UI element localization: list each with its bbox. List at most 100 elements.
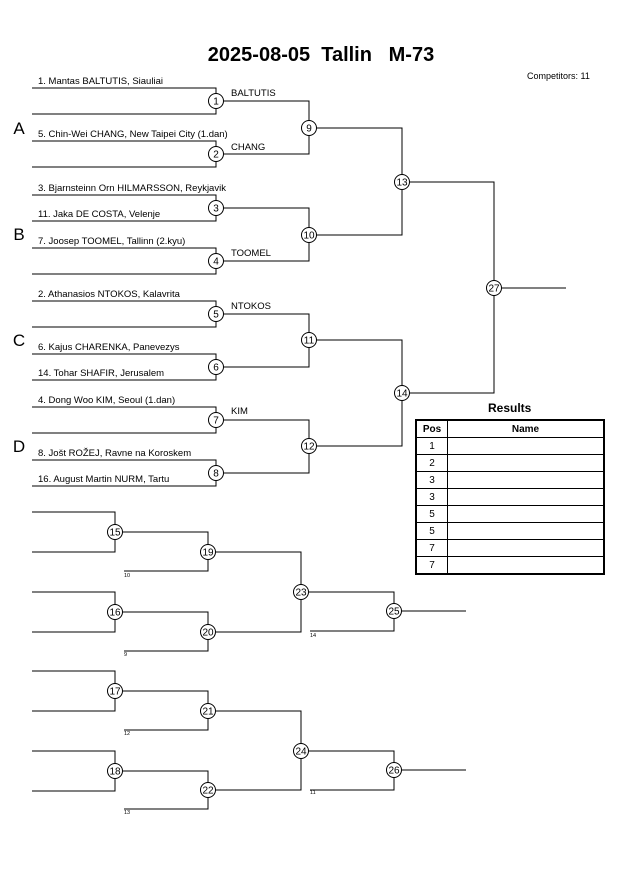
match-number: 17 [109, 687, 121, 698]
match-number: 2 [213, 150, 219, 161]
competitor-name: 6. Kajus CHARENKA, Panevezys [38, 342, 180, 353]
match-circle [486, 280, 502, 296]
match-number-badge: 12 [301, 438, 317, 454]
match-number: 14 [396, 389, 408, 400]
results-col-name: Name [447, 419, 605, 438]
match-number: 20 [202, 628, 214, 639]
results-row: 1 [415, 437, 605, 455]
loser-reference-number: 11 [310, 790, 316, 796]
match-circle [200, 624, 216, 640]
match-circle [208, 412, 224, 428]
match-number: 8 [213, 469, 219, 480]
match-circle [208, 93, 224, 109]
results-name [447, 556, 605, 575]
results-name [447, 454, 605, 472]
pool-label: B [13, 225, 24, 244]
match-number-badge: 18 [107, 763, 123, 779]
match-number-badge: 10 [301, 227, 317, 243]
match-number-badge: 20 [200, 624, 216, 640]
match-number-badge: 17 [107, 683, 123, 699]
match-number-badge: 1 [208, 93, 224, 109]
semifinal-bracket-line [317, 339, 403, 447]
results-row: 7 [415, 539, 605, 557]
match-circle [208, 200, 224, 216]
loser-reference-number: 13 [124, 810, 130, 816]
match-number: 27 [488, 284, 500, 295]
competitor-name: 2. Athanasios NTOKOS, Kalavrita [38, 289, 181, 300]
match-number-badge: 25 [386, 603, 402, 619]
match-circle [301, 438, 317, 454]
match-number-badge: 26 [386, 762, 402, 778]
results-row: 7 [415, 556, 605, 575]
match-circle [208, 359, 224, 375]
match-number-badge: 2 [208, 146, 224, 162]
repechage-bracket-line [123, 531, 209, 572]
competitor-name: 8. Jošt ROŽEJ, Ravne na Koroskem [38, 448, 191, 459]
repechage-bracket-line [123, 611, 209, 652]
match-number-badge: 11 [301, 332, 317, 348]
bronze-bracket-line [309, 591, 395, 632]
results-pos: 7 [415, 539, 448, 557]
match-circle [208, 465, 224, 481]
match-number-badge: 14 [394, 385, 410, 401]
match-number-badge: 5 [208, 306, 224, 322]
repechage-bracket-line [32, 591, 116, 633]
match-number-badge: 27 [486, 280, 502, 296]
results-col-pos: Pos [415, 419, 448, 438]
match-winner-name: CHANG [231, 142, 265, 153]
match-number-badge: 21 [200, 703, 216, 719]
repechage-bracket-line [32, 670, 116, 712]
results-row: 3 [415, 471, 605, 489]
results-pos: 5 [415, 522, 448, 540]
results-name [447, 505, 605, 523]
results-row: 5 [415, 522, 605, 540]
pool-label: A [13, 119, 25, 138]
match-circle [208, 146, 224, 162]
match-number: 5 [213, 310, 219, 321]
loser-reference-number: 12 [124, 731, 130, 737]
bronze-bracket-line [309, 750, 395, 791]
round2-bracket-line [224, 419, 310, 474]
match-circle [208, 306, 224, 322]
match-number-badge: 7 [208, 412, 224, 428]
match-circle [200, 544, 216, 560]
match-number: 18 [109, 767, 121, 778]
match-number-badge: 8 [208, 465, 224, 481]
results-pos: 7 [415, 556, 448, 575]
page-title: 2025-08-05 Tallin M-73 [207, 44, 435, 66]
match-number: 11 [304, 336, 315, 347]
match-number: 15 [109, 528, 121, 539]
repechage-bracket-line [123, 770, 209, 810]
match-number-badge: 16 [107, 604, 123, 620]
match-number: 16 [109, 608, 121, 619]
repechage-bracket-line [216, 710, 302, 791]
match-number: 4 [213, 257, 219, 268]
results-title: Results [488, 401, 532, 415]
results-header-row: Pos Name [415, 419, 605, 438]
repechage-bracket-line [32, 750, 116, 792]
round2-bracket-line [224, 313, 310, 368]
match-number: 9 [306, 124, 312, 135]
match-number: 12 [303, 442, 315, 453]
match-number-badge: 19 [200, 544, 216, 560]
competitor-name: 7. Joosep TOOMEL, Tallinn (2.kyu) [38, 236, 185, 247]
results-row: 3 [415, 488, 605, 506]
match-circle [107, 763, 123, 779]
match-number-badge: 4 [208, 253, 224, 269]
match-number: 25 [388, 607, 400, 618]
results-table: Pos Name 1 2 3 3 5 5 7 7 [415, 419, 605, 575]
match-circle [394, 385, 410, 401]
match-number: 26 [388, 766, 400, 777]
results-pos: 3 [415, 488, 448, 506]
match-winner-name: BALTUTIS [231, 88, 276, 99]
loser-reference-number: 10 [124, 573, 130, 579]
results-name [447, 437, 605, 455]
pool-label: D [13, 437, 25, 456]
match-number: 19 [202, 548, 214, 559]
competitor-name: 11. Jaka DE COSTA, Velenje [38, 209, 160, 220]
match-winner-name: NTOKOS [231, 301, 271, 312]
round1-bracket-line [32, 87, 217, 115]
match-circle [107, 524, 123, 540]
results-pos: 5 [415, 505, 448, 523]
results-pos: 1 [415, 437, 448, 455]
